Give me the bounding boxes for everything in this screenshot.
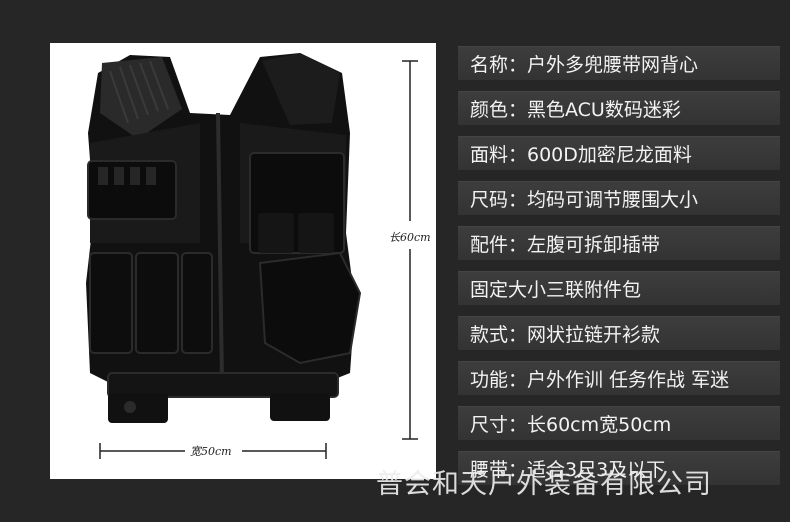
vest-image	[86, 53, 418, 459]
width-dimension-label: 宽50cm	[190, 445, 232, 458]
spec-row-size: 尺码：均码可调节腰围大小	[458, 181, 780, 215]
product-photo-panel: 长60cm 宽50cm	[50, 43, 436, 479]
spec-row-function: 功能：户外作训 任务作战 军迷	[458, 361, 780, 395]
spec-row-fabric: 面料：600D加密尼龙面料	[458, 136, 780, 170]
height-dimension-label: 长60cm	[389, 231, 431, 244]
spec-list: 名称：户外多兜腰带网背心 颜色：黑色ACU数码迷彩 面料：600D加密尼龙面料 …	[458, 46, 780, 496]
spec-row-belt: 腰带：适合3尺3及以下	[458, 451, 780, 485]
spec-row-name: 名称：户外多兜腰带网背心	[458, 46, 780, 80]
company-watermark: 普会和天户外装备有限公司	[376, 469, 712, 500]
spec-row-accessory: 配件：左腹可拆卸插带	[458, 226, 780, 260]
spec-row-color: 颜色：黑色ACU数码迷彩	[458, 91, 780, 125]
spec-row-pouch: 固定大小三联附件包	[458, 271, 780, 305]
spec-row-dimensions: 尺寸：长60cm宽50cm	[458, 406, 780, 440]
spec-row-style: 款式：网状拉链开衫款	[458, 316, 780, 350]
